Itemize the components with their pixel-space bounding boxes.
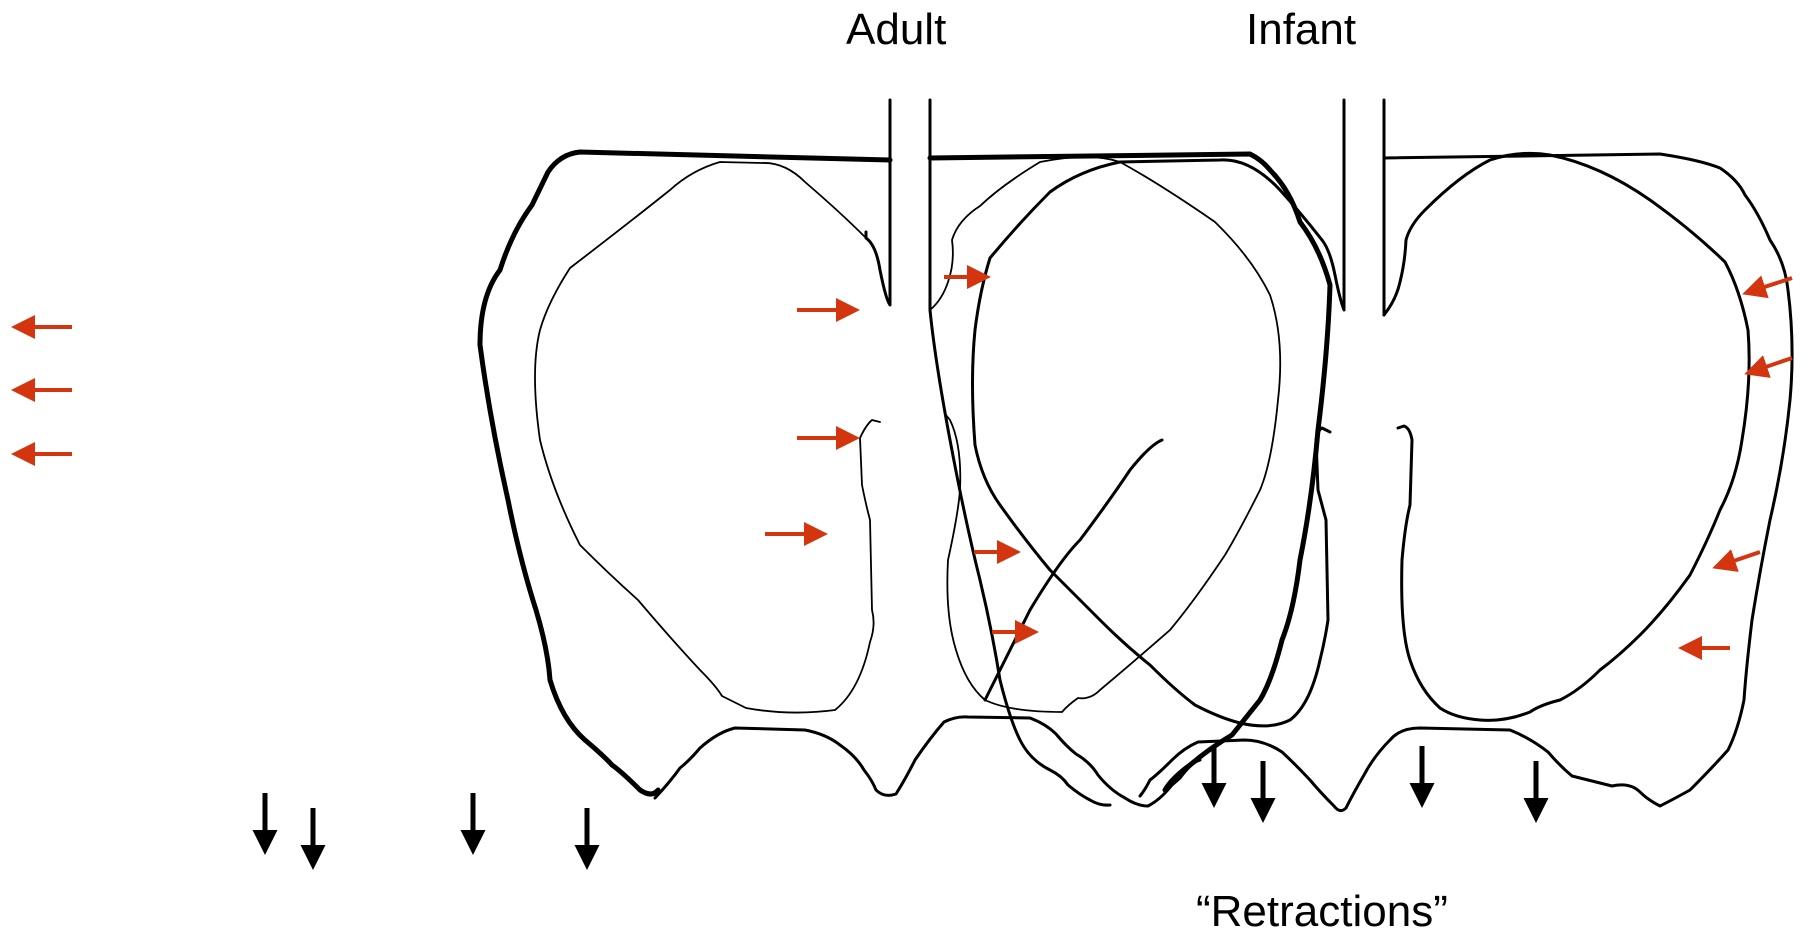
adult-red-arrows: [765, 310, 856, 534]
infant-inner-red-arrows: [944, 277, 1035, 632]
adult-right-lung: [930, 157, 1280, 712]
infant-outer-red-arrow-2: [1748, 358, 1792, 373]
infant-outer-red-arrow-1: [1746, 278, 1792, 293]
infant-outer-red-arrow-3: [1716, 552, 1760, 567]
infant-right-chest-wall: [1140, 154, 1792, 811]
legend-red-arrows: [15, 327, 72, 454]
infant-overlap-outline: [930, 310, 1162, 805]
adult-trachea: [866, 100, 930, 310]
infant-right-lung: [1384, 153, 1749, 720]
infant-left-lung: [973, 160, 1331, 726]
left-black-arrows: [265, 793, 587, 865]
adult-chest-wall: [480, 152, 890, 794]
adult-diaphragm: [655, 717, 1200, 806]
